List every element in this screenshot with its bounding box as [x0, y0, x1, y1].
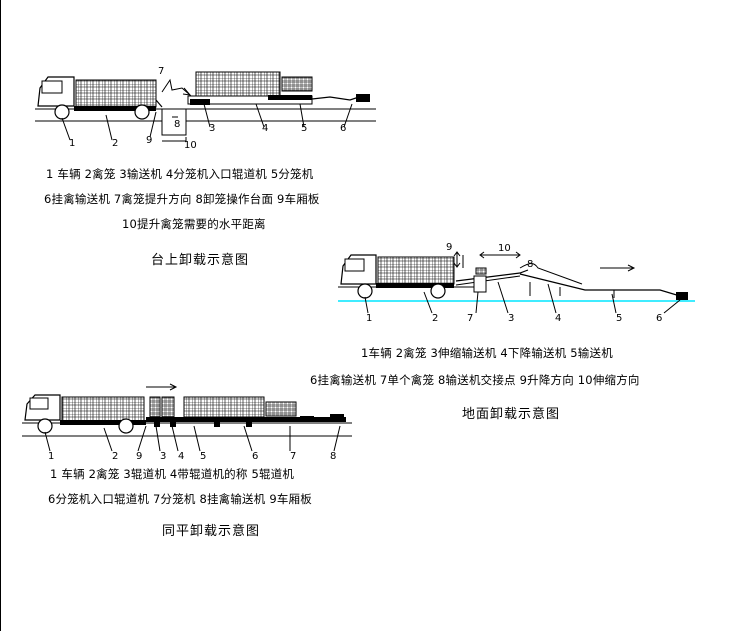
callout-1: 1 — [48, 451, 54, 462]
callout-7: 7 — [158, 66, 164, 77]
callout-2: 2 — [432, 313, 438, 324]
callout-4: 4 — [178, 451, 184, 462]
diagram2-legend-line-1: 1车辆 2禽笼 3伸缩输送机 4下降输送机 5输送机 — [361, 346, 613, 360]
callout-9: 9 — [446, 242, 452, 253]
callout-8: 8 — [527, 259, 533, 270]
diagram2-callouts: 1 2 7 3 4 5 6 8 9 10 — [366, 242, 662, 324]
callout-4: 4 — [555, 313, 561, 324]
diagram2-legend-line-2: 6挂禽输送机 7单个禽笼 8输送机交接点 9升降方向 10伸缩方向 — [310, 373, 640, 387]
callout-2: 2 — [112, 138, 118, 149]
callout-9: 9 — [146, 135, 152, 146]
diagram3-legend-line-1: 1 车辆 2禽笼 3辊道机 4带辊道机的称 5辊道机 — [50, 467, 295, 481]
callout-5: 5 — [616, 313, 622, 324]
diagram2-title: 地面卸载示意图 — [462, 407, 561, 422]
callout-8: 8 — [174, 119, 180, 130]
callout-2: 2 — [112, 451, 118, 462]
callout-6: 6 — [656, 313, 662, 324]
callout-3: 3 — [508, 313, 514, 324]
callout-9: 9 — [136, 451, 142, 462]
diagram1-legend-line-2: 6挂禽输送机 7禽笼提升方向 8卸笼操作台面 9车厢板 — [44, 192, 320, 206]
callout-5: 5 — [301, 123, 307, 134]
callout-7: 7 — [467, 313, 473, 324]
callout-3: 3 — [160, 451, 166, 462]
callout-1: 1 — [366, 313, 372, 324]
diagram1-legend-line-1: 1 车辆 2禽笼 3输送机 4分笼机入口辊道机 5分笼机 — [46, 167, 314, 181]
callout-1: 1 — [69, 138, 75, 149]
diagram1-legend-line-3: 10提升禽笼需要的水平距离 — [122, 217, 266, 231]
callout-3: 3 — [209, 123, 215, 134]
diagram3-title: 同平卸载示意图 — [162, 524, 261, 539]
diagram1-drawing — [35, 71, 376, 142]
callout-5: 5 — [200, 451, 206, 462]
callout-6: 6 — [252, 451, 258, 462]
page-left-border — [0, 0, 1, 631]
callout-10: 10 — [184, 140, 197, 151]
callout-6: 6 — [340, 123, 346, 134]
callout-8: 8 — [330, 451, 336, 462]
diagram1-title: 台上卸载示意图 — [151, 253, 250, 268]
diagram3-drawing — [22, 383, 352, 452]
diagram2-drawing — [338, 251, 695, 314]
diagram1-callouts: 1 2 3 4 5 6 7 8 9 10 — [69, 66, 346, 151]
diagram3-legend-line-2: 6分笼机入口辊道机 7分笼机 8挂禽输送机 9车厢板 — [48, 492, 312, 506]
diagram3-callouts: 1 2 3 4 5 6 7 8 9 — [48, 451, 336, 462]
callout-7: 7 — [290, 451, 296, 462]
callout-10: 10 — [498, 243, 511, 254]
callout-4: 4 — [262, 123, 268, 134]
